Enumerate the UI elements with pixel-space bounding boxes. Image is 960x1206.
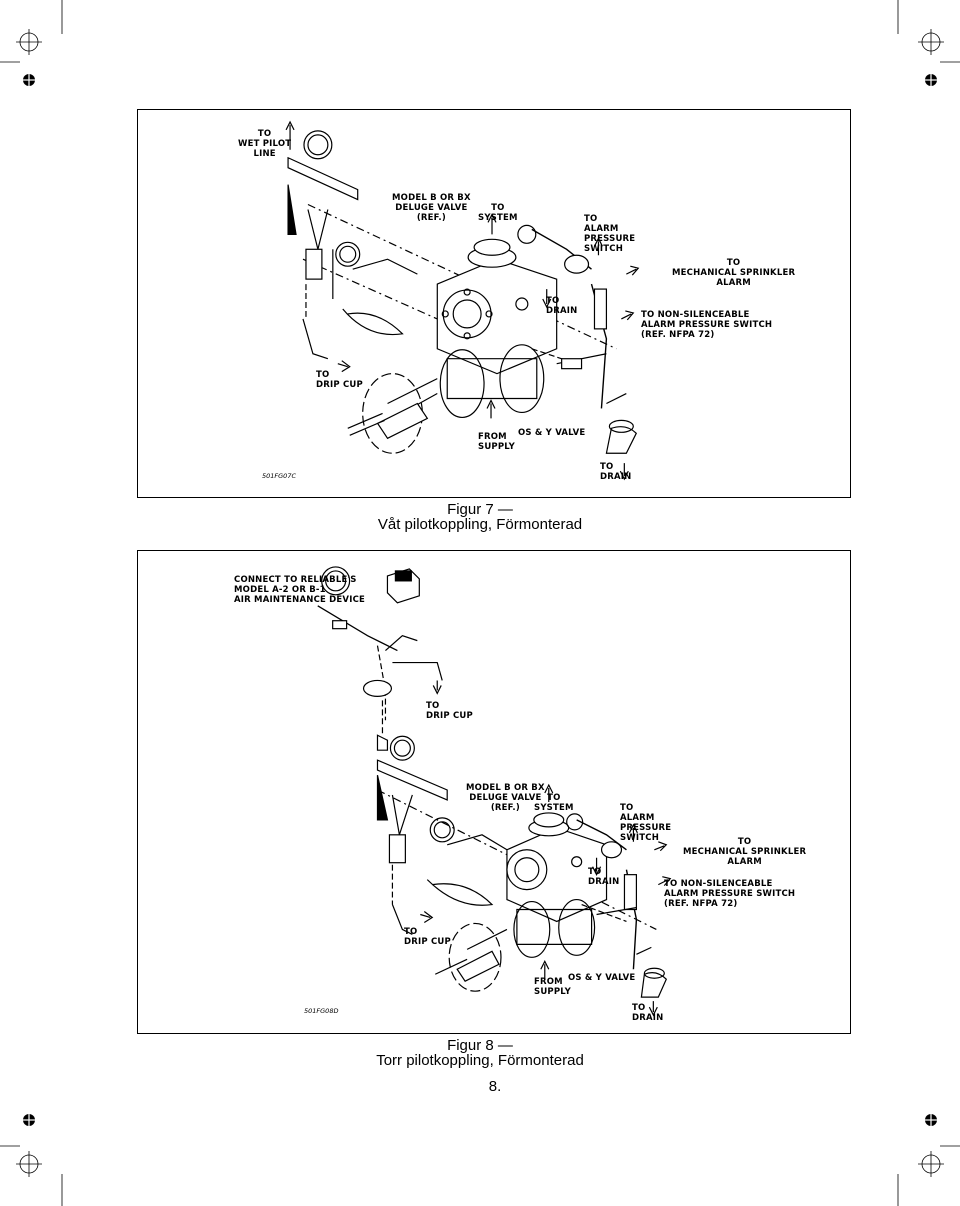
- label-os-y-valve: OS & Y VALVE: [568, 973, 636, 983]
- figure-7-caption-line2: Våt pilotkoppling, Förmonterad: [377, 516, 583, 533]
- label-to-drain-bottom: TO DRAIN: [632, 1003, 664, 1023]
- label-to-drain-bottom: TO DRAIN: [600, 462, 632, 482]
- label-mechanical-sprinkler-alarm: TO MECHANICAL SPRINKLER ALARM: [672, 258, 796, 288]
- label-os-y-valve: OS & Y VALVE: [518, 428, 586, 438]
- label-connect-reliable: CONNECT TO RELIABLE'S MODEL A-2 OR B-1 A…: [234, 575, 366, 605]
- label-to-system: TO SYSTEM: [534, 793, 574, 813]
- label-deluge-valve: MODEL B OR BX DELUGE VALVE (REF.): [392, 193, 471, 223]
- figure-8-drawing: [317, 566, 672, 1017]
- label-non-silenceable: TO NON-SILENCEABLE ALARM PRESSURE SWITCH…: [641, 310, 773, 340]
- figure-8-caption-line1: Figur 8 —: [447, 1037, 513, 1054]
- figure-7-caption-line1: Figur 7 —: [447, 501, 513, 518]
- label-from-supply: FROM SUPPLY: [534, 977, 571, 997]
- label-wet-pilot-line: TO WET PILOT LINE: [238, 129, 292, 159]
- label-alarm-pressure-switch: TO ALARM PRESSURE SWITCH: [620, 803, 672, 843]
- label-mechanical-sprinkler-alarm: TO MECHANICAL SPRINKLER ALARM: [683, 837, 807, 867]
- figure-7-frame: TO WET PILOT LINE MODEL B OR BX DELUGE V…: [137, 109, 851, 498]
- label-from-supply: FROM SUPPLY: [478, 432, 515, 452]
- figure-7-drawing: [285, 120, 640, 481]
- label-drip-cup: TO DRIP CUP: [404, 927, 451, 947]
- label-to-drain-mid: TO DRAIN: [588, 867, 620, 887]
- page-number: 8.: [488, 1078, 502, 1095]
- drawing-code: 501FG07C: [262, 472, 296, 480]
- label-drip-cup-top: TO DRIP CUP: [426, 701, 473, 721]
- figure-8-caption-line2: Torr pilotkoppling, Förmonterad: [376, 1052, 584, 1069]
- label-alarm-pressure-switch: TO ALARM PRESSURE SWITCH: [584, 214, 636, 254]
- label-deluge-valve: MODEL B OR BX DELUGE VALVE (REF.): [466, 783, 545, 813]
- figure-8-frame: CONNECT TO RELIABLE'S MODEL A-2 OR B-1 A…: [137, 550, 851, 1034]
- label-non-silenceable: TO NON-SILENCEABLE ALARM PRESSURE SWITCH…: [664, 879, 796, 909]
- label-to-system: TO SYSTEM: [478, 203, 518, 223]
- label-drip-cup: TO DRIP CUP: [316, 370, 363, 390]
- drawing-code: 501FG08D: [304, 1007, 339, 1015]
- label-to-drain-mid: TO DRAIN: [546, 296, 578, 316]
